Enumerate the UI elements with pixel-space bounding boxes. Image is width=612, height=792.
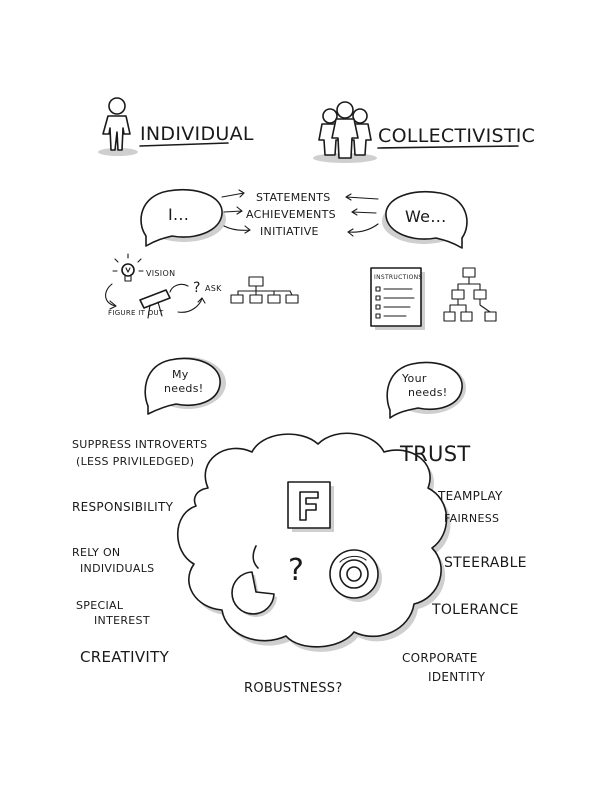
list-statements: STATEMENTS bbox=[256, 191, 331, 204]
note-robustness: ROBUSTNESS? bbox=[244, 681, 343, 696]
org-chart-flat-icon bbox=[230, 276, 299, 304]
speech-bubble-my-needs: My needs! bbox=[144, 357, 226, 415]
note-fairness: FAIRNESS bbox=[444, 512, 499, 525]
arrows-out-left bbox=[221, 189, 251, 234]
cloud-question-mark: ? bbox=[288, 553, 304, 588]
arrow-ask-curve bbox=[169, 283, 189, 293]
heading-individual-underline bbox=[139, 142, 229, 147]
pie-chart-icon bbox=[231, 545, 277, 617]
f-logo-icon bbox=[287, 481, 334, 532]
bubble-i-text: I... bbox=[168, 205, 189, 224]
target-disc-icon bbox=[329, 549, 382, 602]
telescope-icon bbox=[139, 289, 171, 319]
label-instructions: INSTRUCTIONS bbox=[374, 274, 423, 281]
bubble-my-needs-line2: needs! bbox=[164, 382, 203, 395]
note-rely-on: RELY ON bbox=[72, 546, 120, 559]
arrow-vision-curve bbox=[105, 283, 117, 307]
speech-bubble-your-needs: Your needs! bbox=[386, 361, 466, 419]
bubble-your-needs-line1: Your bbox=[401, 372, 427, 385]
list-initiative: INITIATIVE bbox=[260, 225, 319, 238]
heading-individual: INDIVIDUAL bbox=[140, 123, 254, 145]
lightbulb-icon bbox=[112, 253, 144, 282]
note-suppress-introverts: SUPPRESS INTROVERTS bbox=[72, 438, 207, 451]
list-achievements: ACHIEVEMENTS bbox=[246, 208, 336, 221]
note-interest: INTEREST bbox=[94, 614, 150, 627]
question-mark-icon: ? bbox=[193, 280, 201, 296]
speech-bubble-i: I... bbox=[140, 189, 226, 247]
note-individuals: INDIVIDUALS bbox=[80, 562, 154, 575]
note-steerable: STEERABLE bbox=[444, 555, 527, 571]
arrow-out-curve bbox=[177, 297, 203, 313]
label-figure-it-out: FIGURE IT OUT bbox=[108, 309, 164, 317]
central-cloud bbox=[176, 432, 451, 652]
arrows-in-right bbox=[345, 193, 379, 237]
note-responsibility: RESPONSIBILITY bbox=[72, 500, 174, 514]
note-trust: TRUST bbox=[399, 442, 470, 466]
label-ask: ASK bbox=[205, 284, 222, 293]
bubble-my-needs-line1: My bbox=[172, 368, 189, 381]
note-corporate: CORPORATE bbox=[402, 651, 478, 665]
note-creativity: CREATIVITY bbox=[80, 648, 170, 666]
note-less-privileged: (LESS PRIVILEDGED) bbox=[76, 455, 194, 468]
note-tolerance: TOLERANCE bbox=[431, 602, 519, 618]
note-teamplay: TEAMPLAY bbox=[437, 489, 503, 503]
group-icon bbox=[313, 101, 377, 163]
instructions-document-icon: INSTRUCTIONS bbox=[370, 267, 425, 330]
bubble-we-text: We... bbox=[405, 207, 446, 226]
org-chart-hierarchy-icon bbox=[443, 267, 497, 322]
heading-collectivistic: COLLECTIVISTIC bbox=[378, 125, 535, 147]
note-identity: IDENTITY bbox=[428, 670, 486, 684]
bubble-your-needs-line2: needs! bbox=[408, 386, 447, 399]
note-special: SPECIAL bbox=[76, 599, 124, 612]
person-icon bbox=[98, 97, 138, 156]
heading-collectivistic-underline bbox=[377, 145, 519, 149]
speech-bubble-we: We... bbox=[382, 191, 468, 249]
label-vision: VISION bbox=[146, 269, 175, 278]
